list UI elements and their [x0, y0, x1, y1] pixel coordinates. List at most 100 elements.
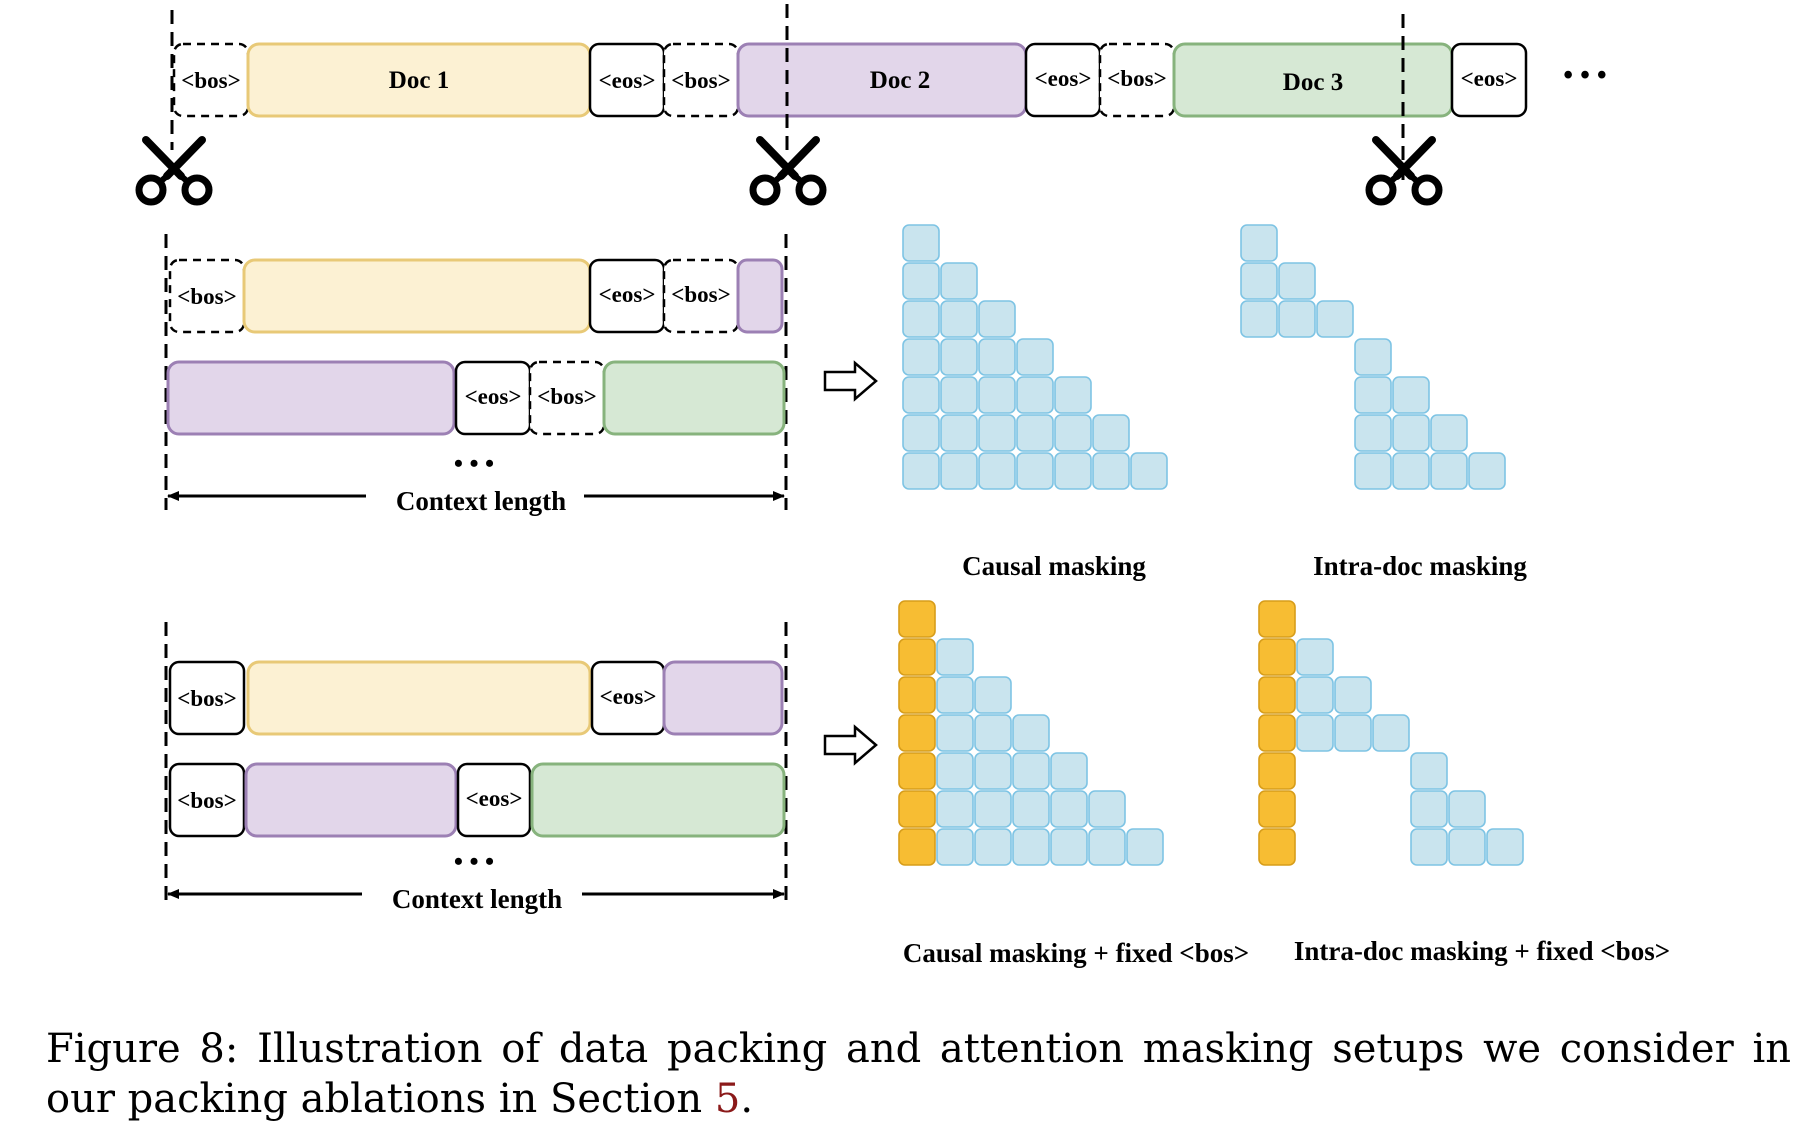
mask-cell	[1354, 452, 1392, 490]
mask-cell	[1088, 828, 1126, 866]
bos-mask-cell	[898, 828, 936, 866]
mask-title-intra-doc-fixed-bos: Intra-doc masking + fixed <bos>	[1294, 936, 1670, 966]
mask-cell	[1012, 752, 1050, 790]
packing-figure: <bos> Doc 1 <eos> <bos> Doc 2 <eos> <bos…	[0, 4, 1670, 968]
token-bos	[168, 258, 246, 334]
mask-cell	[1392, 414, 1430, 452]
mask-cell	[1316, 300, 1354, 338]
bos-mask-cell	[898, 676, 936, 714]
bos-mask-cell	[898, 790, 936, 828]
mask-cell	[974, 676, 1012, 714]
mask-cell	[940, 376, 978, 414]
mask-cell	[974, 790, 1012, 828]
mask-cell	[978, 414, 1016, 452]
token-eos-label: <eos>	[599, 282, 656, 307]
token-eos-label: <eos>	[466, 786, 523, 811]
sequence-ellipsis: • • •	[1563, 60, 1606, 91]
mask-cell	[1430, 414, 1468, 452]
token-bos-label: <bos>	[177, 788, 236, 813]
packing-panel-fixed-bos: <bos> <eos> <bos> <eos> • • • Context le…	[164, 622, 788, 914]
mask-cell	[902, 338, 940, 376]
mask-cell	[1372, 714, 1410, 752]
causal-mask-grid	[902, 224, 1168, 490]
mask-cell	[1012, 828, 1050, 866]
mask-cell	[1448, 828, 1486, 866]
mask-cell	[940, 414, 978, 452]
doc-3-chunk	[602, 360, 786, 436]
figure-caption: Figure 8: Illustration of data packing a…	[46, 1024, 1791, 1124]
mask-cell	[902, 414, 940, 452]
mask-cell	[1050, 752, 1088, 790]
doc-1-label: Doc 1	[389, 67, 449, 94]
top-sequence: <bos> Doc 1 <eos> <bos> Doc 2 <eos> <bos…	[172, 42, 1607, 118]
mask-cell	[1012, 790, 1050, 828]
token-bos-label: <bos>	[181, 68, 240, 93]
mask-cell	[1334, 676, 1372, 714]
token-eos-label: <eos>	[599, 68, 656, 93]
mask-cell	[1012, 714, 1050, 752]
mask-cell	[1126, 828, 1164, 866]
mask-cell	[1092, 414, 1130, 452]
doc-2-chunk	[244, 762, 458, 838]
mask-cell	[1410, 790, 1448, 828]
bos-mask-cell	[1258, 828, 1296, 866]
bos-mask-cell	[898, 600, 936, 638]
cut-lines	[170, 4, 1405, 180]
mask-cell	[1278, 262, 1316, 300]
mask-cell	[1430, 452, 1468, 490]
mask-cell	[1468, 452, 1506, 490]
token-bos-label: <bos>	[537, 384, 596, 409]
token-eos-label: <eos>	[465, 384, 522, 409]
mask-cell	[1240, 224, 1278, 262]
causal-fixed-bos-mask-grid	[898, 600, 1164, 866]
mask-cell	[1054, 452, 1092, 490]
mask-cell	[936, 752, 974, 790]
token-bos	[1098, 42, 1176, 118]
doc-2-label: Doc 2	[870, 67, 930, 94]
bos-mask-cell	[898, 638, 936, 676]
mask-cell	[1410, 752, 1448, 790]
mask-cell	[936, 676, 974, 714]
mask-cell	[1240, 300, 1278, 338]
mask-cell	[974, 714, 1012, 752]
intra-doc-fixed-bos-mask-grid	[1258, 600, 1524, 866]
section-reference-link[interactable]: 5	[714, 1076, 741, 1122]
bos-mask-cell	[898, 752, 936, 790]
token-bos	[528, 360, 606, 436]
mask-cell	[1016, 376, 1054, 414]
doc-1-chunk	[246, 660, 592, 736]
mask-cell	[1016, 452, 1054, 490]
mask-cell	[1092, 452, 1130, 490]
token-bos	[168, 762, 246, 838]
mask-cell	[1392, 376, 1430, 414]
mask-cell	[1054, 376, 1092, 414]
token-bos	[662, 42, 740, 118]
mask-cell	[1050, 790, 1088, 828]
mask-cell	[1088, 790, 1126, 828]
mask-cell	[978, 376, 1016, 414]
token-bos-label: <bos>	[177, 284, 236, 309]
mask-cell	[974, 752, 1012, 790]
mask-cell	[940, 452, 978, 490]
scissors-icons	[139, 140, 1439, 202]
doc-2-chunk	[166, 360, 456, 436]
mask-cell	[1486, 828, 1524, 866]
token-bos-label: <bos>	[1107, 66, 1166, 91]
mask-cell	[936, 828, 974, 866]
token-eos	[1450, 42, 1528, 118]
mask-cell	[940, 300, 978, 338]
mask-cell	[936, 638, 974, 676]
mask-cell	[1354, 376, 1392, 414]
mask-cell	[1130, 452, 1168, 490]
token-eos-label: <eos>	[1461, 66, 1518, 91]
mask-cell	[902, 300, 940, 338]
mask-cell	[1016, 414, 1054, 452]
mask-cell	[1448, 790, 1486, 828]
caption-end: .	[740, 1076, 754, 1122]
mask-cell	[1054, 414, 1092, 452]
intra-doc-mask-grid	[1240, 224, 1506, 490]
mask-cell	[936, 790, 974, 828]
token-bos-label: <bos>	[671, 68, 730, 93]
bos-mask-cell	[1258, 638, 1296, 676]
doc-2-chunk	[736, 258, 784, 334]
